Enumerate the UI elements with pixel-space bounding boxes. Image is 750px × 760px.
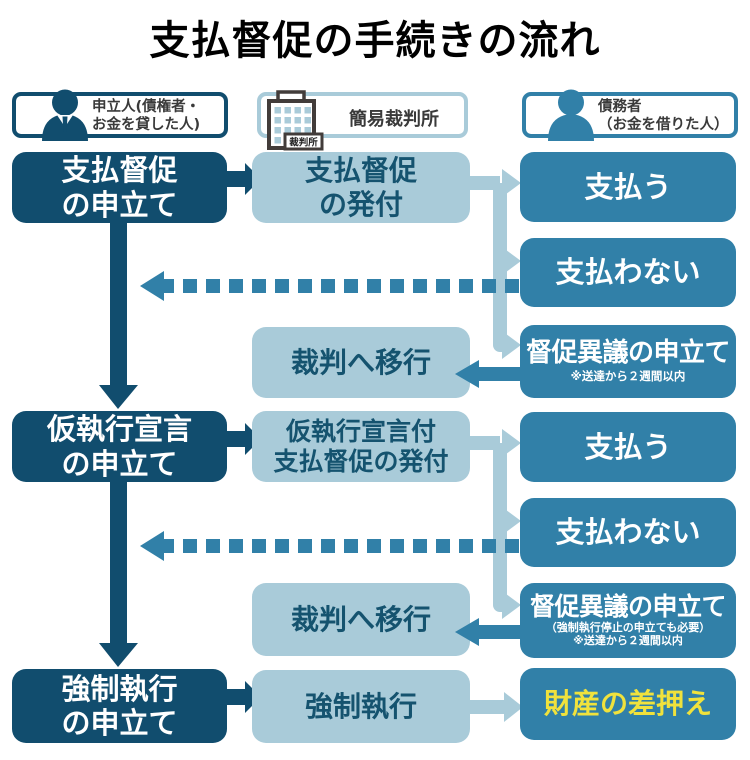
box-provisional-execution-issuance: 仮執行宣言付 支払督促の発付: [252, 411, 470, 482]
arrow-apply2-to-apply3: [99, 479, 138, 667]
box-property-seizure: 財産の差押え: [520, 668, 736, 740]
header-applicant: 申立人(債権者・ お金を貸した人): [12, 89, 228, 141]
header-court: 裁判所 簡易裁判所: [257, 90, 468, 151]
box-not-pay-1: 支払わない: [520, 238, 736, 307]
box-objection-2: 督促異議の申立て （強制執行停止の申立ても必要） ※送達から２週間以内: [520, 583, 736, 658]
box-payment-demand-application: 支払督促 の申立て: [12, 152, 227, 223]
box-line: の申立て: [61, 187, 178, 222]
connector-issue2-to-debtor: [466, 429, 521, 619]
box-line: 支払わない: [555, 255, 701, 290]
page-title: 支払督促の手続きの流れ: [149, 18, 601, 64]
box-line: 仮執行宣言付: [285, 417, 436, 446]
header-debtor: 債務者 （お金を借りた人）: [522, 89, 738, 141]
building-windows: [274, 107, 311, 144]
arrow-apply1-to-apply2: [99, 220, 138, 409]
applicant-person-icon: [42, 89, 88, 141]
box-line: 支払わない: [555, 515, 701, 550]
box-line: 強制執行: [61, 671, 178, 706]
box-line: 仮執行宣言: [46, 412, 192, 447]
box-payment-demand-issuance: 支払督促 の発付: [252, 152, 470, 223]
box-line: 裁判へ移行: [290, 602, 431, 636]
box-move-to-trial-2: 裁判へ移行: [252, 583, 470, 656]
box-line: 支払う: [584, 429, 672, 464]
box-line: 支払督促: [304, 154, 417, 188]
header-debtor-line1: 債務者: [598, 99, 642, 115]
header-court-text: 簡易裁判所: [349, 109, 439, 130]
box-line: 督促異議の申立て: [529, 592, 727, 621]
box-line: 支払う: [584, 169, 672, 204]
box-line: 支払督促: [61, 153, 178, 188]
dashed-arrow-notpay2: [140, 531, 519, 561]
header-debtor-line2: （お金を借りた人）: [598, 117, 729, 134]
box-line: の申立て: [61, 706, 178, 740]
dashed-arrow-notpay1: [140, 271, 519, 301]
header-applicant-line2: お金を貸した人): [92, 117, 201, 134]
header-debtor-text: 債務者 （お金を借りた人）: [598, 98, 729, 134]
arrow-objection2-to-trial2: [455, 618, 522, 646]
arrow-objection1-to-trial1: [455, 360, 522, 388]
header-applicant-line1: 申立人(債権者・: [92, 99, 201, 115]
box-compulsory-execution: 強制執行: [252, 670, 470, 743]
box-line: 督促異議の申立て: [525, 337, 731, 368]
box-pay-1: 支払う: [520, 152, 736, 222]
box-pay-2: 支払う: [520, 412, 736, 482]
objection-note: ※送達から２週間以内: [573, 634, 683, 648]
objection-note: （強制執行停止の申立ても必要）: [545, 620, 711, 634]
box-line: 支払督促の発付: [273, 446, 449, 476]
box-line: 強制執行: [304, 689, 417, 723]
box-provisional-execution-application: 仮執行宣言 の申立て: [12, 411, 227, 482]
arrow-execute-to-seizure: [470, 692, 523, 722]
header-applicant-text: 申立人(債権者・ お金を貸した人): [92, 98, 200, 134]
box-line: 財産の差押え: [543, 687, 712, 721]
box-move-to-trial-1: 裁判へ移行: [252, 327, 470, 398]
box-not-pay-2: 支払わない: [520, 498, 736, 567]
courthouse-sign-label: 裁判所: [289, 137, 318, 149]
box-line: の発付: [318, 187, 403, 221]
box-line: の申立て: [61, 446, 178, 481]
box-compulsory-execution-application: 強制執行 の申立て: [12, 669, 227, 743]
courthouse-building-icon: 裁判所: [267, 90, 324, 151]
box-objection-1: 督促異議の申立て ※送達から２週間以内: [520, 325, 736, 398]
connector-issue1-to-debtor: [466, 169, 521, 359]
objection-note: ※送達から２週間以内: [570, 369, 686, 384]
debtor-person-icon: [548, 89, 594, 141]
box-line: 裁判へ移行: [290, 345, 431, 379]
